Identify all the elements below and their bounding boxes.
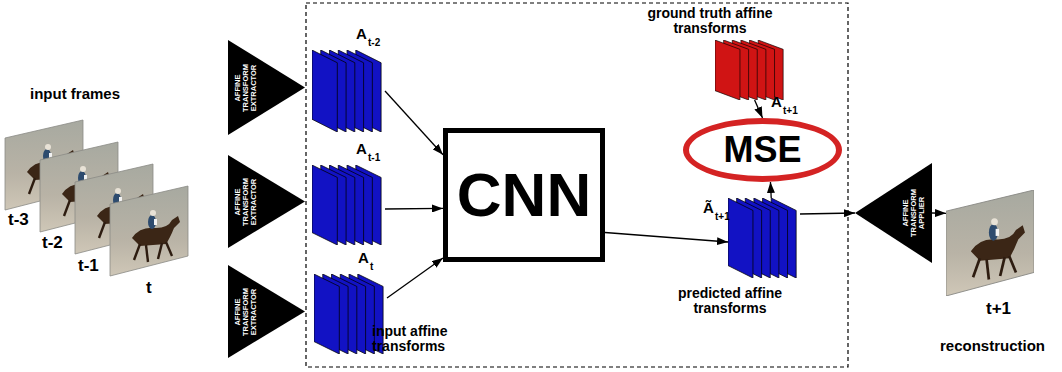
transform-stack: Ãt+1predicted affine transforms — [728, 198, 800, 278]
arrow-connector — [800, 213, 855, 214]
stack-label: t — [370, 261, 373, 272]
arrow-connector — [605, 233, 728, 242]
stack-label: A — [771, 94, 782, 111]
stack-shape — [312, 50, 385, 132]
frame-art — [946, 190, 1034, 296]
text-label: t-1 — [78, 257, 99, 276]
arrow-connector — [932, 212, 946, 214]
text-label: t — [146, 279, 152, 298]
triangle-fill — [228, 40, 305, 135]
triangle-fill — [228, 155, 305, 248]
extractor-triangle: AFFINE TRANSFORM EXTRACTOR — [228, 40, 305, 135]
text-label: input affine transforms — [372, 324, 484, 355]
stack-sheet — [312, 165, 337, 245]
arrow-connector — [385, 208, 443, 210]
stack-shape — [728, 198, 800, 278]
frame-image — [946, 190, 1034, 296]
rotated-label: AFFINE TRANSFORM EXTRACTOR — [234, 285, 258, 339]
stack-label: Ã — [703, 200, 714, 217]
extractor-triangle: AFFINE TRANSFORM EXTRACTOR — [228, 265, 305, 358]
mse-label: MSE — [723, 132, 801, 168]
stack-sheet — [314, 274, 339, 354]
frame-label: t+1 — [986, 300, 1011, 319]
frame-label: reconstruction — [940, 338, 1045, 355]
stack-label: t+1 — [783, 105, 798, 116]
transform-stack: At-1 — [312, 165, 385, 245]
cnn-box: CNN — [443, 128, 605, 262]
text-label: t-2 — [42, 234, 63, 253]
text-label: input frames — [30, 86, 120, 103]
mse-ellipse: MSE — [683, 118, 842, 182]
stack-label: t-2 — [368, 37, 380, 48]
stack-label: A — [358, 250, 369, 267]
arrow-connector — [387, 258, 443, 298]
stack-sheet — [312, 50, 337, 132]
stack-label: A — [356, 141, 367, 158]
transform-stack: At-2 — [312, 50, 385, 132]
rotated-label: AFFINE TRANSFORM APPLIER — [902, 186, 926, 240]
arrow-connector — [755, 100, 763, 118]
arrow-connector — [385, 91, 443, 155]
cnn-label: CNN — [457, 164, 591, 226]
reconstruction-frame: t+1reconstruction — [946, 190, 1034, 296]
applier-triangle: AFFINE TRANSFORM APPLIER — [855, 163, 932, 263]
stack-label: A — [356, 26, 367, 43]
stack-label: ground truth affine transforms — [645, 6, 775, 37]
stack-sheet — [728, 198, 753, 278]
transform-stack: ground truth affine transformsAt+1 — [715, 40, 787, 100]
rotated-label: AFFINE TRANSFORM EXTRACTOR — [234, 61, 258, 115]
stack-label: t-1 — [368, 152, 380, 163]
extractor-triangle: AFFINE TRANSFORM EXTRACTOR — [228, 155, 305, 248]
arrow-connector — [770, 182, 772, 198]
triangle-fill — [855, 163, 932, 263]
stack-shape — [312, 165, 385, 245]
stack-label: t+1 — [715, 211, 730, 222]
triangle-fill — [228, 265, 305, 358]
stack-label: predicted affine transforms — [655, 286, 805, 317]
rotated-label: AFFINE TRANSFORM EXTRACTOR — [234, 175, 258, 229]
text-label: t-3 — [8, 211, 29, 230]
stack-sheet — [715, 40, 740, 100]
stack-shape — [715, 40, 787, 100]
